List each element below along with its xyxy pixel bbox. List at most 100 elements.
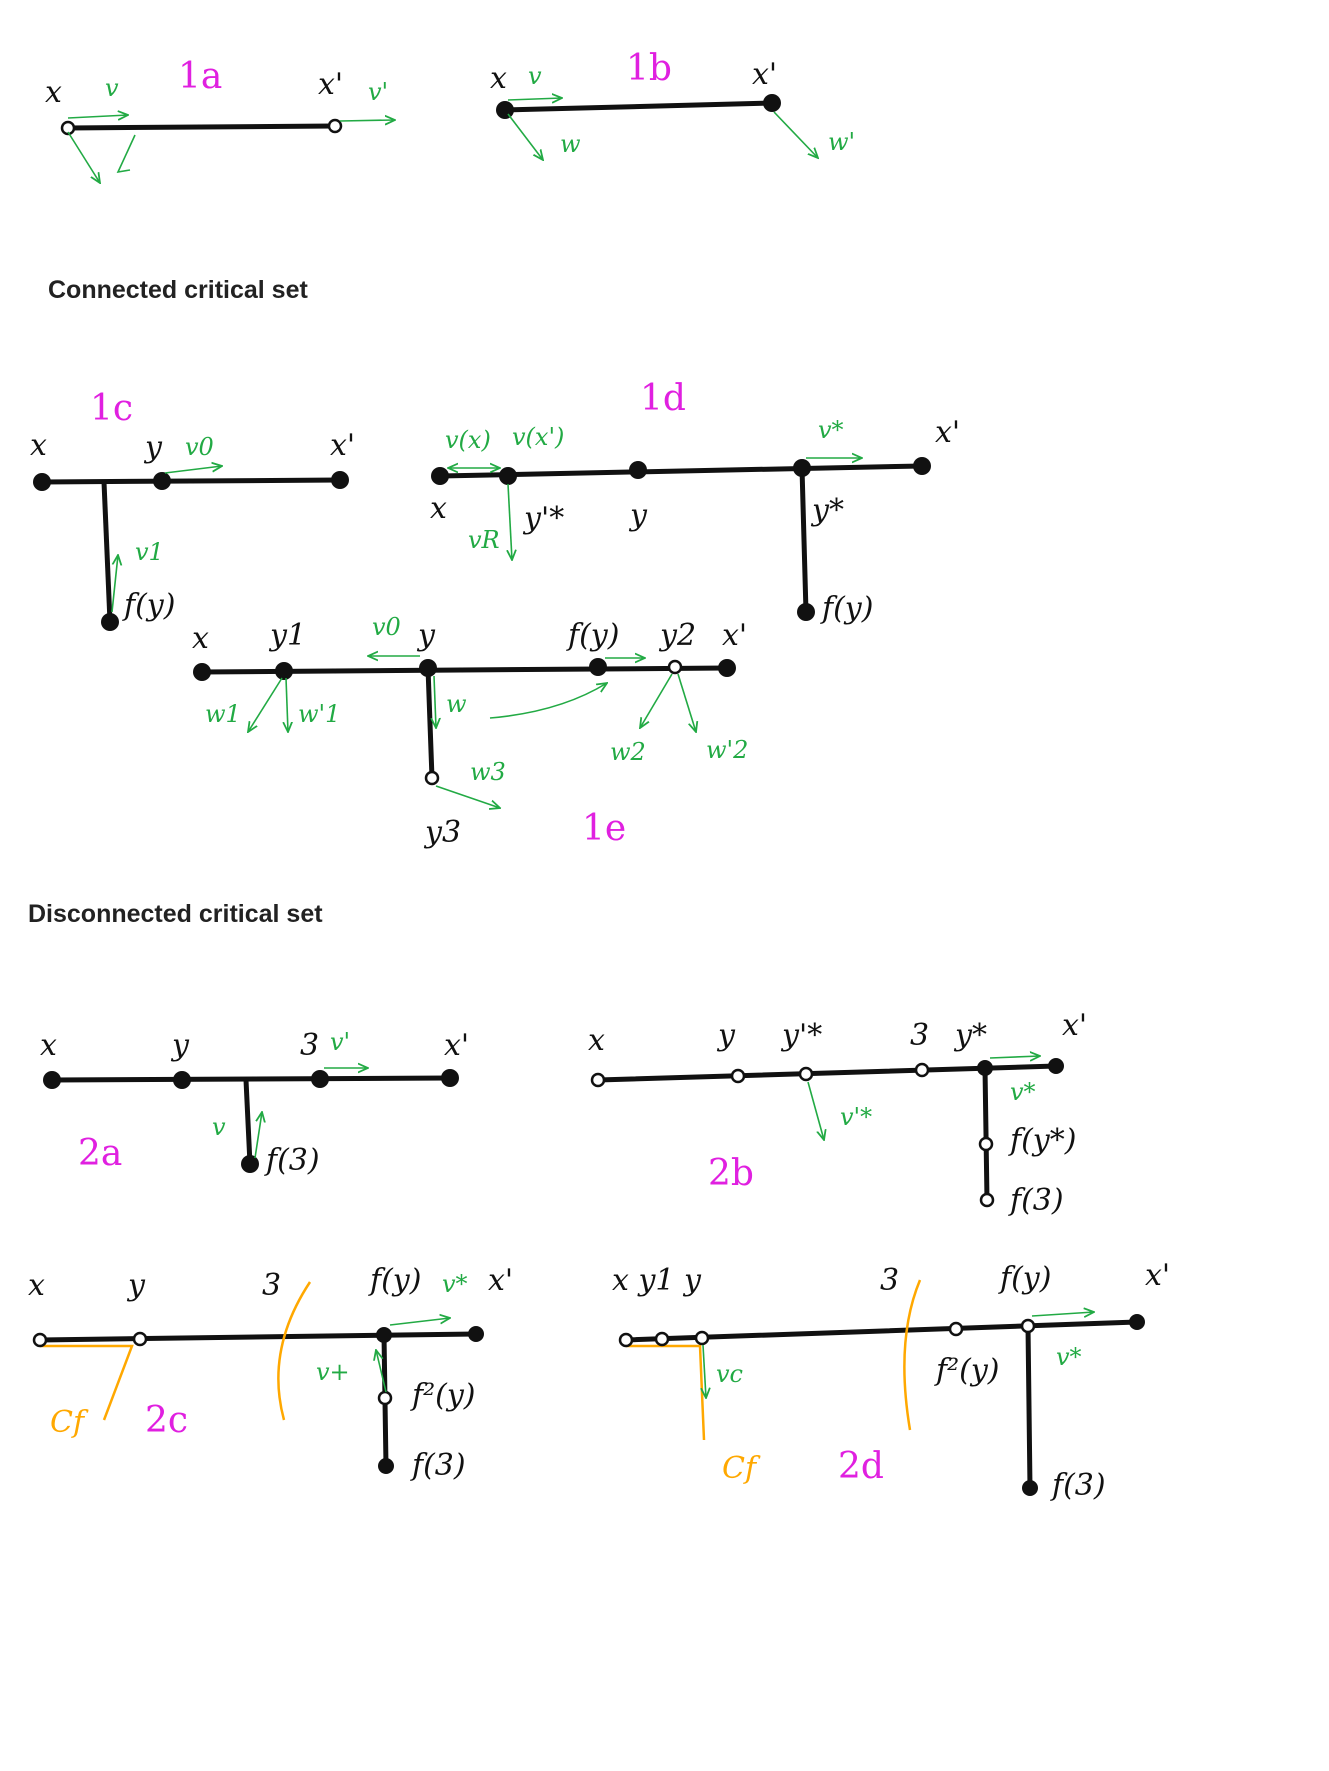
label-fz-2b: f(3) <box>1008 1183 1064 1218</box>
point-xp-2a <box>441 1069 459 1087</box>
label-xp-1b: x' <box>752 57 777 92</box>
vector-v-1b-arrow <box>507 98 562 100</box>
label-y3-1e: y3 <box>423 815 461 850</box>
label-w3-1e: w3 <box>470 758 506 786</box>
label-fy-2d: f(y) <box>998 1261 1051 1296</box>
point-fy-1d <box>797 603 815 621</box>
branch-2a <box>243 1077 253 1167</box>
label-x-1e: x <box>192 621 209 656</box>
point-ystarp-1d <box>499 467 517 485</box>
label-xp-2a: x' <box>444 1028 469 1063</box>
heading-disconnected-critical-set: Disconnected critical set <box>28 900 323 928</box>
label-ystarp-2b: y'* <box>780 1018 822 1053</box>
label-x-2b: x <box>588 1023 605 1058</box>
label-vstar-2c: v* <box>442 1270 468 1298</box>
vector-vc-2d-arrow <box>703 1344 706 1398</box>
point-fz-2b <box>979 1192 995 1208</box>
vector-vR-1d-arrow <box>508 483 512 560</box>
label-v-1a: v <box>105 74 119 102</box>
segment-2d <box>623 1319 1140 1343</box>
label-vx-1d: v(x) <box>445 426 491 454</box>
critical-set-cf-bracket-2c <box>40 1344 134 1421</box>
point-y-2c <box>132 1331 148 1347</box>
label-y2-1e: y2 <box>658 618 696 653</box>
vector-w-1e-arrow <box>434 675 436 728</box>
figure-label-1d: 1d <box>640 378 686 419</box>
label-x-2a: x <box>40 1028 57 1063</box>
vector-w3-1e-arrow <box>435 785 500 808</box>
separator-curve-2d <box>903 1279 922 1431</box>
label-fz-2d: f(3) <box>1050 1468 1106 1503</box>
label-z-2b: 3 <box>910 1018 929 1053</box>
point-ystarp-2b <box>798 1066 814 1082</box>
point-xp-1a <box>327 118 343 134</box>
vector-vstar-2b-arrow <box>989 1056 1040 1058</box>
vector-v0-1c-arrow <box>164 466 222 474</box>
point-xp-1e <box>718 659 736 677</box>
point-x-2c <box>32 1332 48 1348</box>
label-fz-2a: f(3) <box>264 1143 320 1178</box>
point-x-1d <box>431 467 449 485</box>
point-fz-2a <box>241 1155 259 1173</box>
point-ystar-1d <box>793 459 811 477</box>
point-fy-2d <box>1020 1318 1036 1334</box>
segment-2a <box>49 1075 453 1083</box>
label-x-2c: x <box>28 1268 45 1303</box>
vector-vstar-2d-arrow <box>1031 1312 1094 1316</box>
point-y3-1e <box>424 770 440 786</box>
label-f2y-2c: f²(y) <box>410 1378 476 1413</box>
label-w1p-1e: w'1 <box>298 700 340 728</box>
label-ystar-2b: y* <box>953 1018 987 1053</box>
figure-label-2d: 2d <box>838 1446 884 1487</box>
vector-v1-1c-arrow <box>111 555 118 613</box>
figure-label-2c: 2c <box>145 1400 188 1441</box>
label-fy-1e: f(y) <box>566 618 619 653</box>
point-xp-1b <box>763 94 781 112</box>
point-ystar-2b <box>977 1060 993 1076</box>
segment-1c <box>39 477 343 485</box>
label-z-2c: 3 <box>262 1268 281 1303</box>
figure-label-1e: 1e <box>582 808 626 849</box>
label-y1-1e: y1 <box>268 618 306 653</box>
label-xp-2b: x' <box>1062 1008 1087 1043</box>
label-w1-1e: w1 <box>205 700 241 728</box>
figure-label-1a: 1a <box>178 56 222 97</box>
label-x-1c: x <box>30 428 47 463</box>
point-xp-2b <box>1048 1058 1064 1074</box>
label-z-2a: 3 <box>300 1028 319 1063</box>
label-x-1a: x <box>45 75 62 110</box>
vector-w2p-1e-arrow <box>677 673 696 732</box>
point-fystar-2b <box>978 1136 994 1152</box>
point-x-1c <box>33 473 51 491</box>
point-y-1e <box>419 659 437 677</box>
label-xp-2d: x' <box>1145 1258 1170 1293</box>
label-v-2a: v <box>212 1113 226 1141</box>
point-x-1a <box>60 120 76 136</box>
point-fy-1e <box>589 658 607 676</box>
figure-label-1b: 1b <box>626 48 672 89</box>
label-y-2a: y <box>170 1028 190 1063</box>
label-xp-1a: x' <box>318 67 343 102</box>
label-cf-2d: Cf <box>722 1451 761 1486</box>
figure-2c: x y 3 f(y) v* x' v+ f²(y) Cf 2c f(3) <box>28 1263 513 1483</box>
label-vstar-1d: v* <box>818 416 844 444</box>
label-wp-1b: w' <box>828 128 855 156</box>
label-w2-1e: w2 <box>610 738 646 766</box>
point-y-2b <box>730 1068 746 1084</box>
point-f2y-2d <box>948 1321 964 1337</box>
label-fz-2c: f(3) <box>410 1448 466 1483</box>
point-z-2a <box>311 1070 329 1088</box>
label-ystar-1d: y* <box>810 493 844 528</box>
label-y-1c: y <box>143 430 163 465</box>
label-vstar-2b: v* <box>1010 1078 1036 1106</box>
label-xp-1e: x' <box>722 618 747 653</box>
label-y-1d: y <box>628 498 648 533</box>
label-ystarp-1d: y'* <box>522 501 564 536</box>
label-vc-2d: vc <box>716 1360 743 1388</box>
label-fy-2c: f(y) <box>368 1263 421 1298</box>
vector-v-2a-arrow <box>254 1112 262 1159</box>
segment-1a <box>65 123 338 131</box>
point-fy-1c <box>101 613 119 631</box>
point-fz-2c <box>378 1458 394 1474</box>
vector-vstar-2c-arrow <box>389 1318 450 1326</box>
